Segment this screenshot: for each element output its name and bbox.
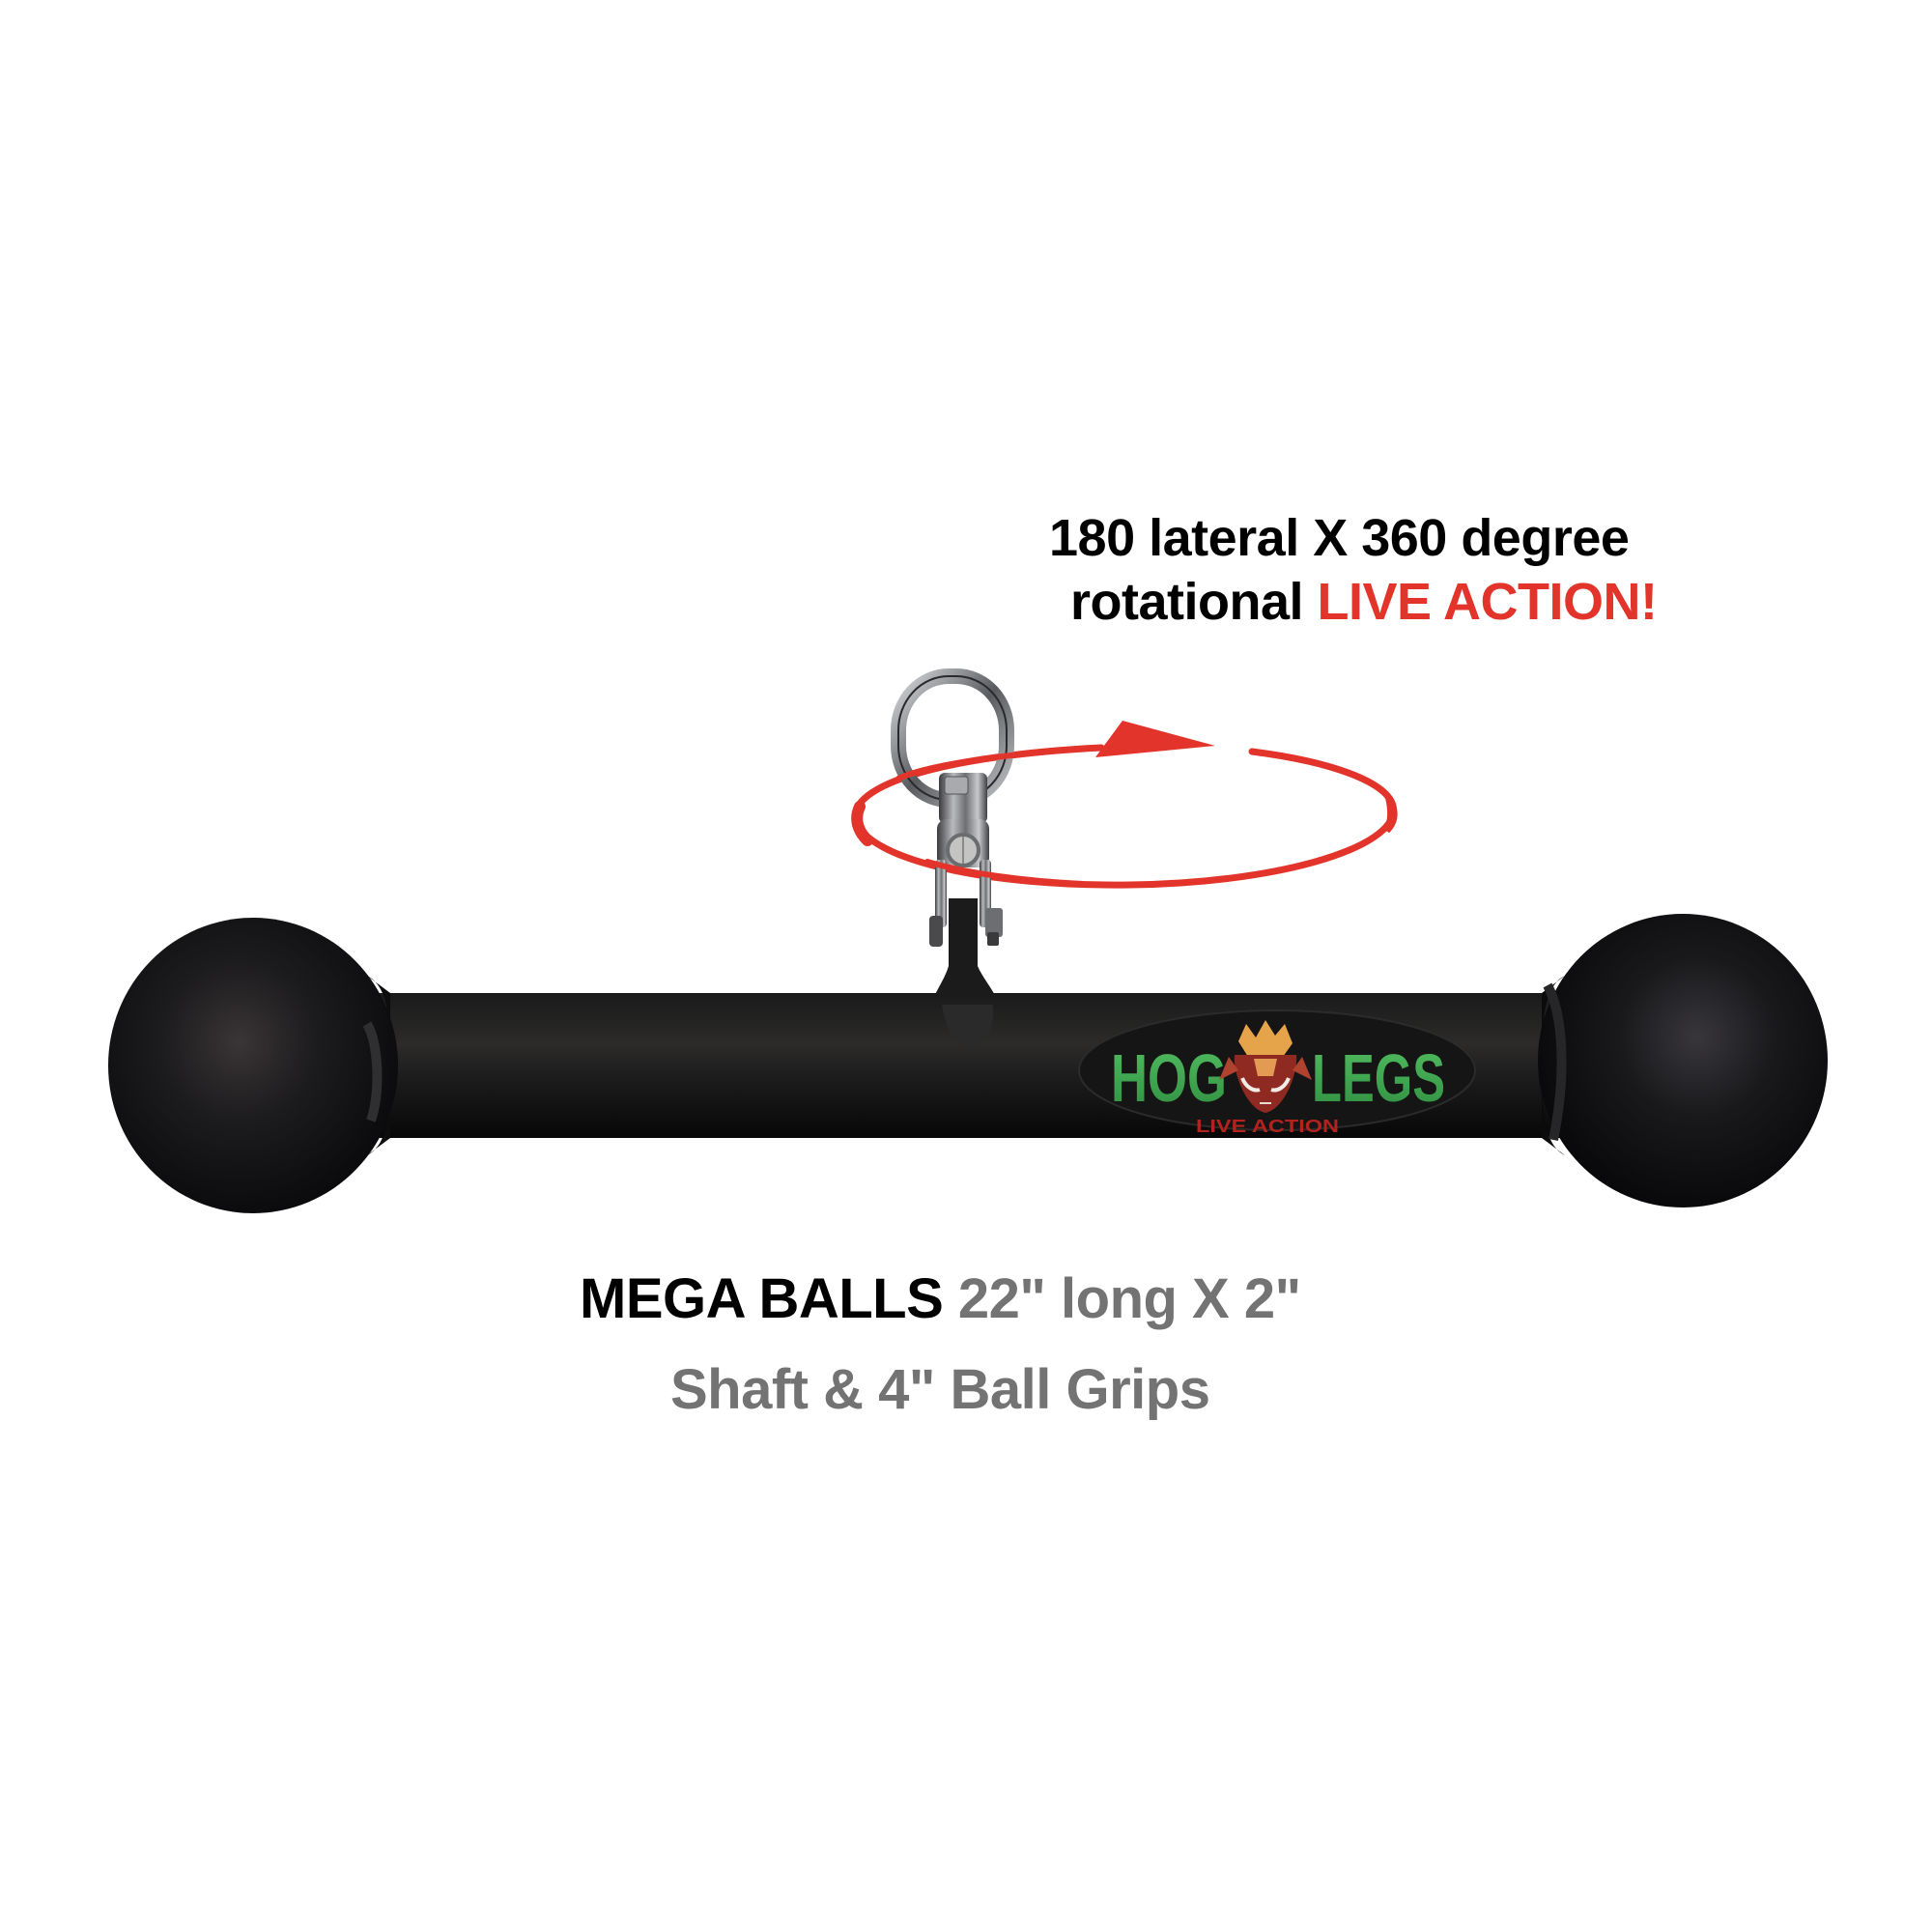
logo-tagline: LIVE ACTION (1196, 1117, 1339, 1136)
rotation-caption-text: 180 lateral X 360 degree (1049, 509, 1630, 567)
right-ball-grip (1538, 914, 1828, 1208)
spec-caption-line-2: Shaft & 4" Ball Grips (670, 1358, 1210, 1422)
boar-head-icon (1219, 1020, 1312, 1113)
logo-text-legs: LEGS (1312, 1040, 1445, 1116)
product-name: MEGA BALLS (580, 1267, 944, 1330)
swivel-hook-icon (891, 668, 1014, 1005)
rotation-caption-prefix: rotational (1070, 573, 1318, 631)
spec-dimensions: 22" long X 2" (943, 1267, 1301, 1330)
live-action-highlight: LIVE ACTION! (1317, 573, 1659, 631)
spec-caption-line-1: MEGA BALLS 22" long X 2" (580, 1267, 1301, 1331)
rotation-caption-line-1: 180 lateral X 360 degree (1049, 508, 1630, 568)
left-ball-grip (108, 918, 398, 1213)
brand-logo: HOG LEGS LIVE ACTION (1078, 1009, 1476, 1136)
logo-text-hog: HOG (1111, 1040, 1227, 1116)
rotation-arrow-icon (851, 721, 1398, 889)
rotation-caption-line-2: rotational LIVE ACTION! (1070, 572, 1658, 632)
rotation-arrow-front (895, 745, 1104, 781)
rotation-arrow-front-lower (924, 859, 1085, 887)
spec-grips: Shaft & 4" Ball Grips (670, 1358, 1210, 1421)
